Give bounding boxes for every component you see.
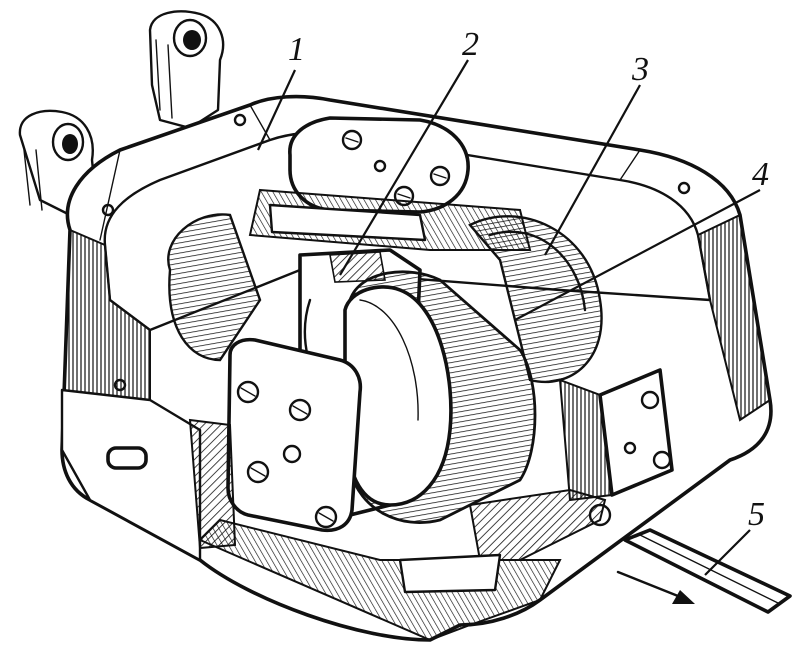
callout-5: 5 xyxy=(748,496,765,533)
mounting-lug-right xyxy=(148,10,225,130)
callout-2: 2 xyxy=(462,26,479,63)
left-coil xyxy=(167,213,262,362)
leader-5 xyxy=(704,529,751,576)
leader-4 xyxy=(514,189,761,321)
front-clamp-plate xyxy=(226,337,363,533)
main-coil-stack xyxy=(343,270,537,524)
bottom-yoke xyxy=(188,418,612,594)
upper-magnet-block xyxy=(248,188,532,251)
leader-3 xyxy=(544,84,641,256)
callout-1: 1 xyxy=(288,31,305,68)
leader-2 xyxy=(339,59,469,276)
callout-3: 3 xyxy=(631,51,649,88)
leader-1 xyxy=(257,69,296,151)
callout-4: 4 xyxy=(752,156,769,193)
direction-arrow xyxy=(616,570,695,604)
right-side-bracket xyxy=(558,368,674,502)
right-coil xyxy=(468,215,603,384)
leader-lines xyxy=(257,59,761,576)
top-clamp-plate xyxy=(288,116,470,214)
